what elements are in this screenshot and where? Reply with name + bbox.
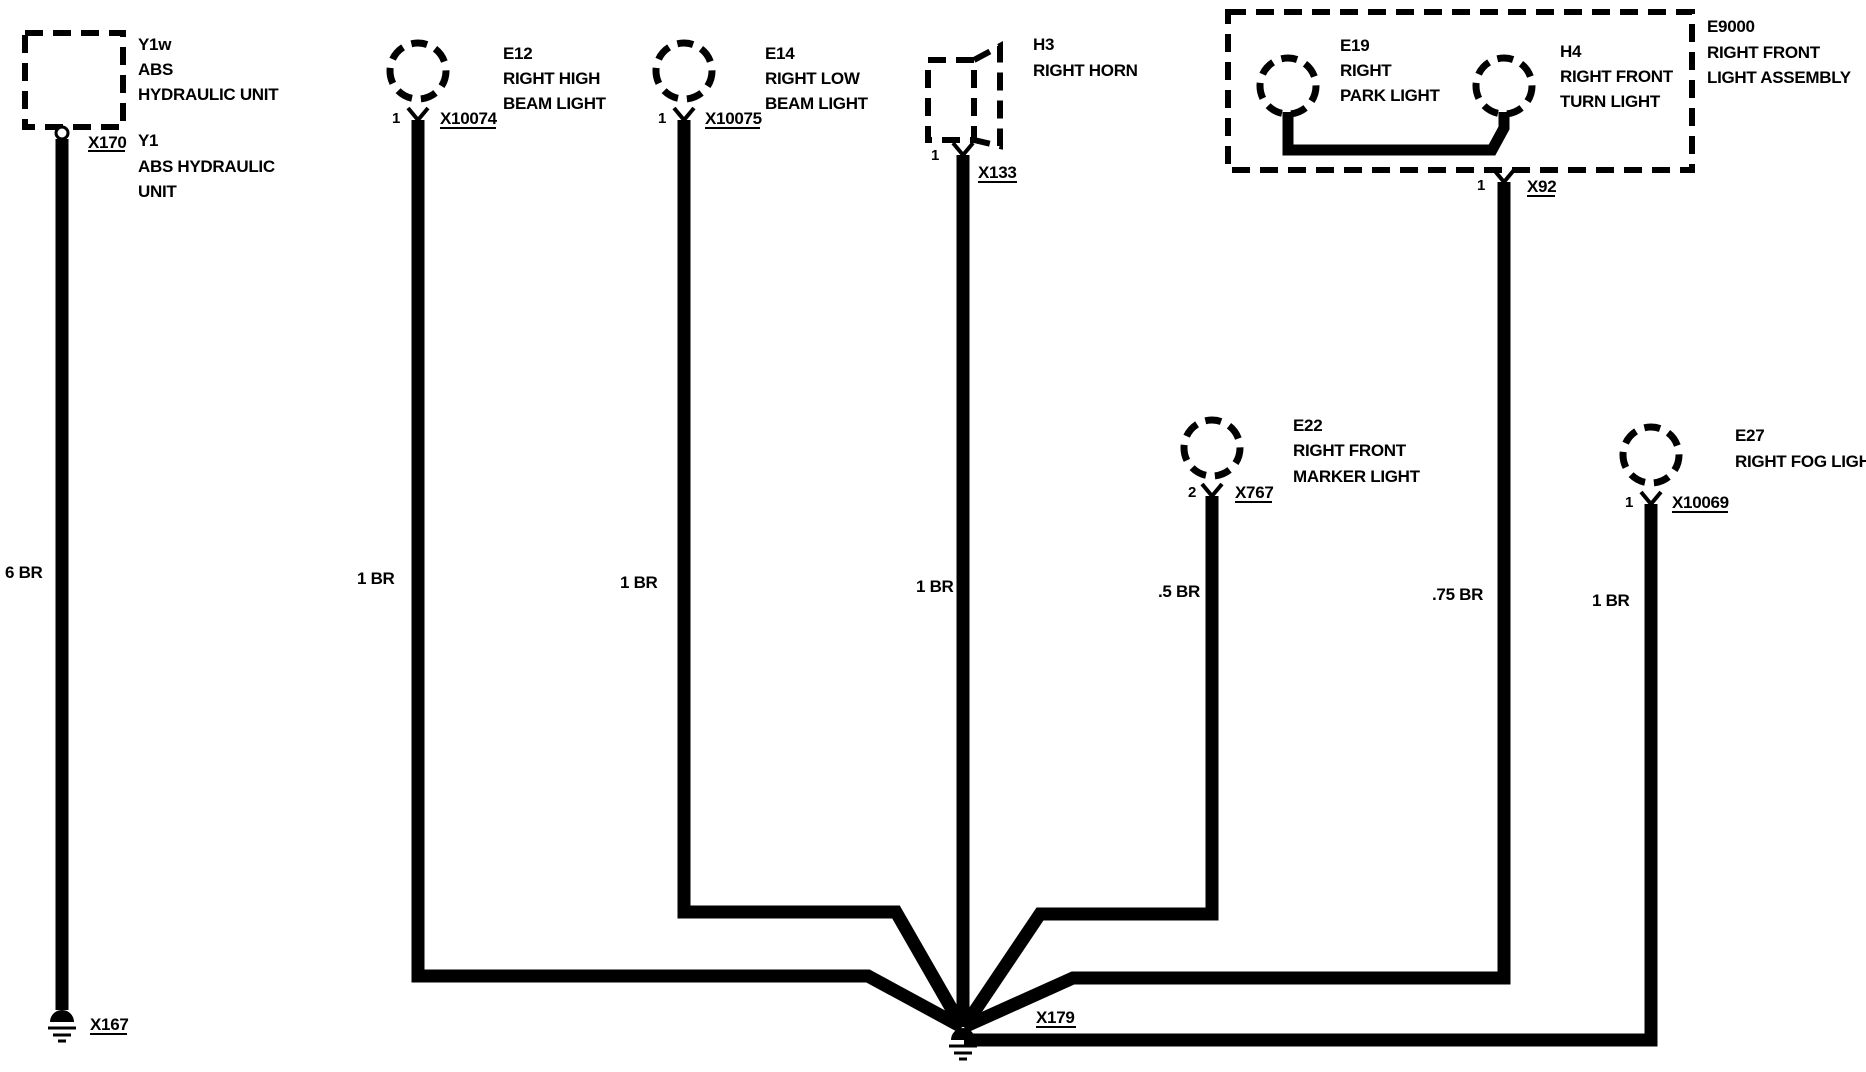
component-e14: 1 X10075 E14 RIGHT LOW BEAM LIGHT bbox=[652, 39, 869, 129]
h3-connector: X133 bbox=[978, 163, 1017, 182]
ground-wires bbox=[411, 120, 1658, 1047]
h4-name-line1: RIGHT FRONT bbox=[1560, 67, 1674, 86]
component-e27: 1 X10069 E27 RIGHT FOG LIGHT bbox=[1619, 423, 1866, 513]
e19-name-line2: PARK LIGHT bbox=[1340, 86, 1441, 105]
y1-connector: X170 bbox=[88, 133, 127, 152]
wire-e22 bbox=[958, 496, 1219, 1031]
e14-name-line1: RIGHT LOW bbox=[765, 69, 861, 88]
y1w-name-line2: HYDRAULIC UNIT bbox=[138, 85, 279, 104]
e27-pin: 1 bbox=[1625, 494, 1633, 511]
wire-y1-label: 6 BR bbox=[5, 563, 43, 582]
e22-pin: 2 bbox=[1188, 484, 1196, 501]
e12-lamp-icon bbox=[386, 39, 450, 103]
wire-e22-label: .5 BR bbox=[1158, 582, 1200, 601]
e12-code: E12 bbox=[503, 44, 532, 63]
e12-pin: 1 bbox=[392, 110, 400, 127]
y1-name-line1: ABS HYDRAULIC bbox=[138, 157, 275, 176]
e27-terminal-arrow bbox=[1639, 490, 1663, 508]
ground-left: X167 bbox=[48, 1010, 129, 1043]
e12-name-line1: RIGHT HIGH bbox=[503, 69, 600, 88]
e19-name-line1: RIGHT bbox=[1340, 61, 1392, 80]
h3-terminal-arrow bbox=[951, 141, 975, 159]
e19-code: E19 bbox=[1340, 36, 1369, 55]
e22-connector: X767 bbox=[1235, 483, 1274, 502]
h4-lamp-icon bbox=[1472, 54, 1536, 118]
e27-lamp-icon bbox=[1619, 423, 1683, 487]
e9000-name-line2: LIGHT ASSEMBLY bbox=[1707, 68, 1852, 87]
y1w-dashed-box bbox=[22, 30, 126, 130]
e14-lamp-icon bbox=[652, 39, 716, 103]
e9000-connector: X92 bbox=[1527, 177, 1556, 196]
e19-lamp-icon bbox=[1256, 54, 1320, 118]
ground-left-label: X167 bbox=[90, 1015, 129, 1034]
h4-code: H4 bbox=[1560, 42, 1582, 61]
component-h3: 1 X133 H3 RIGHT HORN bbox=[925, 35, 1138, 183]
y1-code: Y1 bbox=[138, 131, 158, 150]
h3-code: H3 bbox=[1033, 35, 1054, 54]
wire-e27 bbox=[964, 504, 1658, 1047]
e27-code: E27 bbox=[1735, 426, 1764, 445]
e12-name-line2: BEAM LIGHT bbox=[503, 94, 607, 113]
e22-code: E22 bbox=[1293, 416, 1322, 435]
ground-main: X179 bbox=[949, 1008, 1076, 1061]
ground-main-symbol bbox=[951, 1028, 975, 1040]
e22-name-line2: MARKER LIGHT bbox=[1293, 467, 1421, 486]
h3-horn-bell-icon bbox=[972, 40, 1003, 150]
e22-terminal-arrow bbox=[1200, 482, 1224, 500]
h3-pin: 1 bbox=[931, 147, 939, 164]
wire-e9000 bbox=[961, 182, 1511, 1033]
e9000-dashed-box bbox=[1225, 9, 1695, 173]
e22-name-line1: RIGHT FRONT bbox=[1293, 441, 1407, 460]
ground-left-symbol bbox=[50, 1010, 74, 1022]
ground-main-label: X179 bbox=[1036, 1008, 1075, 1027]
e12-connector: X10074 bbox=[440, 109, 498, 128]
y1-name-line2: UNIT bbox=[138, 182, 177, 201]
e9000-internal-wire bbox=[1282, 112, 1510, 156]
y1w-code: Y1w bbox=[138, 35, 172, 54]
e27-connector: X10069 bbox=[1672, 493, 1729, 512]
wire-e12 bbox=[411, 120, 966, 1033]
y1w-name-line1: ABS bbox=[138, 60, 173, 79]
e14-connector: X10075 bbox=[705, 109, 762, 128]
e22-lamp-icon bbox=[1180, 416, 1244, 480]
h3-name-line1: RIGHT HORN bbox=[1033, 61, 1138, 80]
h3-horn-body bbox=[925, 57, 977, 143]
wire-e14 bbox=[677, 120, 968, 1031]
e9000-code: E9000 bbox=[1707, 17, 1755, 36]
e14-name-line2: BEAM LIGHT bbox=[765, 94, 869, 113]
e27-name-line1: RIGHT FOG LIGHT bbox=[1735, 452, 1866, 471]
component-e12: 1 X10074 E12 RIGHT HIGH BEAM LIGHT bbox=[386, 39, 607, 129]
component-y1w: Y1w ABS HYDRAULIC UNIT X170 Y1 ABS HYDRA… bbox=[22, 30, 280, 201]
y1w-terminal bbox=[54, 125, 70, 141]
e9000-pin: 1 bbox=[1477, 177, 1485, 194]
e12-terminal-arrow bbox=[406, 106, 430, 124]
wire-h3-label: 1 BR bbox=[916, 577, 954, 596]
e14-pin: 1 bbox=[658, 110, 666, 127]
e9000-terminal-arrow bbox=[1492, 168, 1516, 186]
e14-terminal-arrow bbox=[672, 106, 696, 124]
wire-e12-label: 1 BR bbox=[357, 569, 395, 588]
wire-e27-label: 1 BR bbox=[1592, 591, 1630, 610]
e14-code: E14 bbox=[765, 44, 795, 63]
h4-name-line2: TURN LIGHT bbox=[1560, 92, 1661, 111]
wire-e14-label: 1 BR bbox=[620, 573, 658, 592]
component-e22: 2 X767 E22 RIGHT FRONT MARKER LIGHT bbox=[1180, 416, 1421, 503]
wire-e9000-label: .75 BR bbox=[1432, 585, 1483, 604]
e9000-name-line1: RIGHT FRONT bbox=[1707, 43, 1821, 62]
component-e9000: 1 X92 E19 RIGHT PARK LIGHT H4 RIGHT FRON… bbox=[1225, 9, 1852, 197]
